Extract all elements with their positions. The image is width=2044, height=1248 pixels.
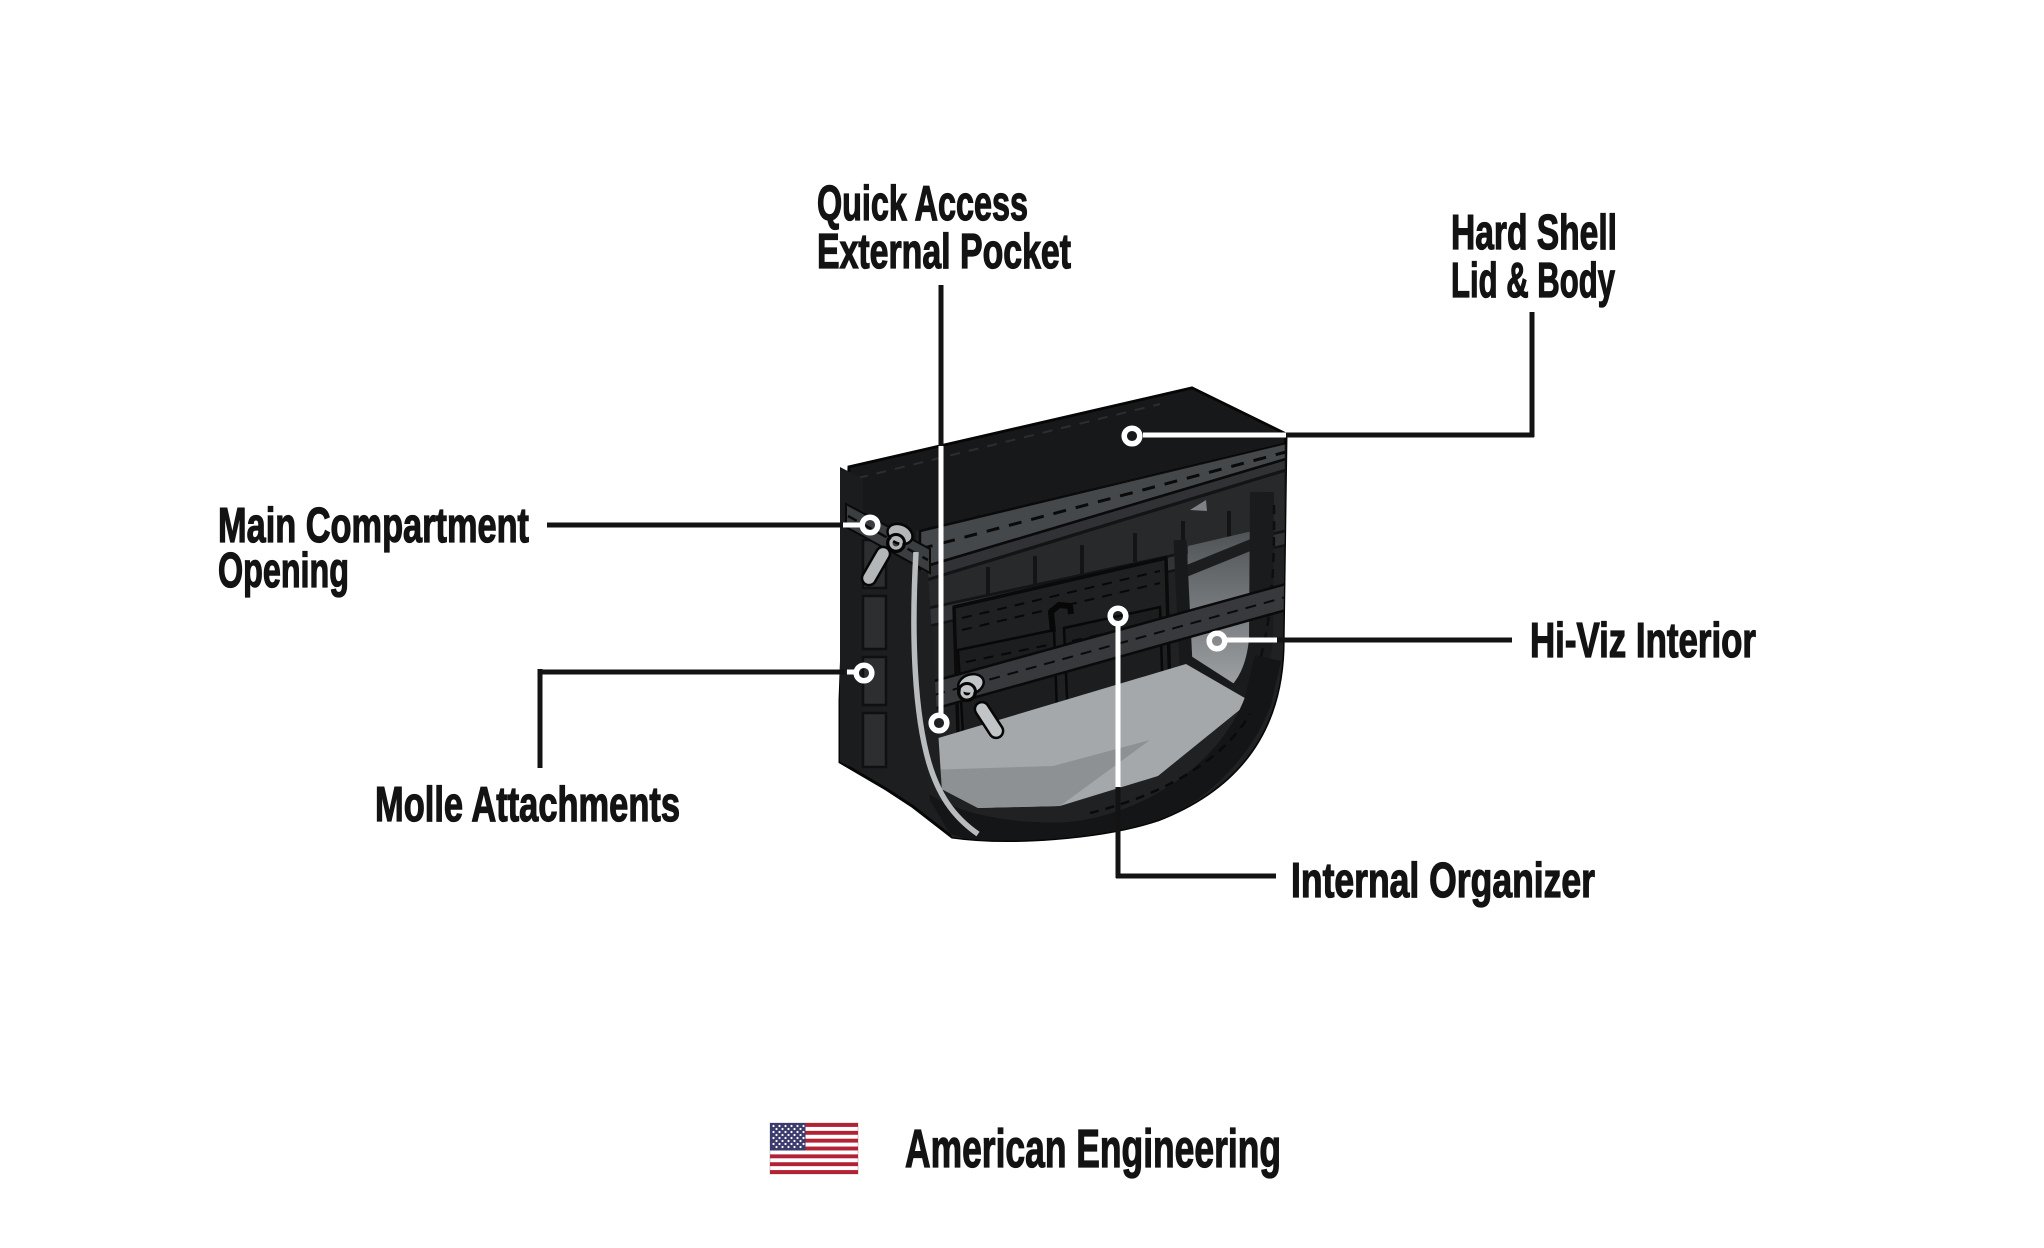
svg-text:External Pocket: External Pocket [817,225,1071,279]
svg-text:Opening: Opening [218,544,349,598]
svg-text:Quick Access: Quick Access [817,177,1028,231]
svg-text:Hard Shell: Hard Shell [1451,206,1617,260]
svg-text:Lid & Body: Lid & Body [1451,254,1615,308]
svg-text:Internal Organizer: Internal Organizer [1291,854,1595,908]
svg-text:Main Compartment: Main Compartment [218,499,529,553]
svg-text:Molle Attachments: Molle Attachments [375,778,680,832]
svg-text:American Engineering: American Engineering [905,1119,1281,1179]
svg-text:Hi-Viz Interior: Hi-Viz Interior [1530,614,1756,668]
